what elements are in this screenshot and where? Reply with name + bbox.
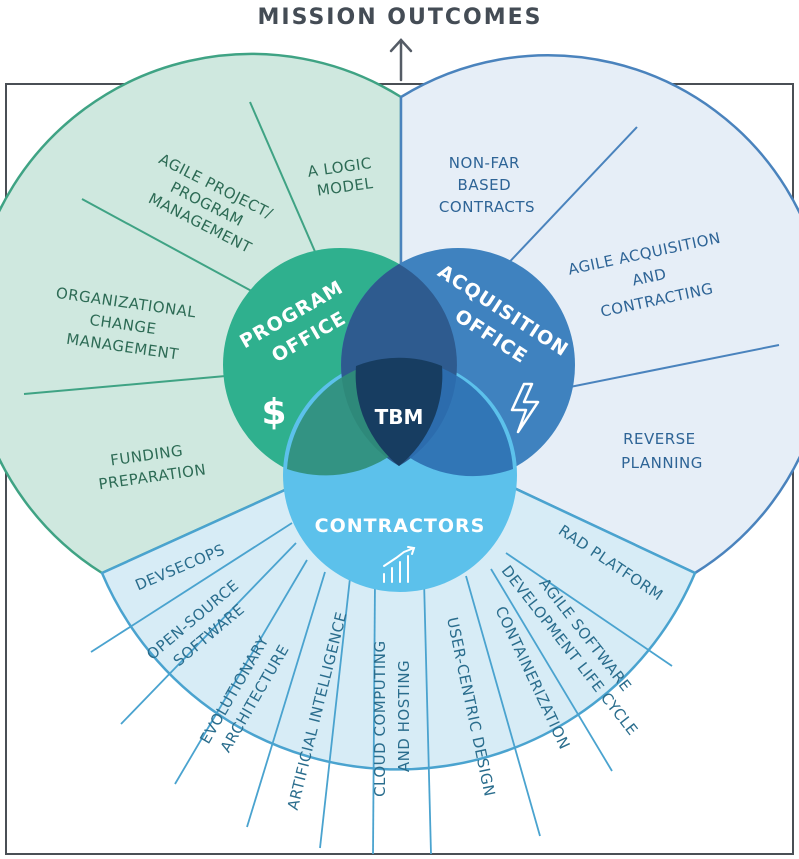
logic-model-label: A LOGIC MODEL bbox=[306, 153, 381, 200]
growth-chart-icon bbox=[383, 546, 416, 583]
contractors-sector bbox=[100, 463, 697, 771]
lightning-icon bbox=[510, 382, 540, 434]
diagram-title: MISSION OUTCOMES bbox=[258, 5, 543, 30]
arrow-up-icon bbox=[389, 38, 413, 82]
contractors-label: CONTRACTORS bbox=[315, 515, 486, 537]
acquisition-dividers bbox=[499, 126, 780, 391]
cloud-computing-label: CLOUD COMPUTING AND HOSTING bbox=[371, 635, 413, 797]
tbm-label: TBM bbox=[375, 405, 424, 429]
non-far-label: NON-FAR BASED CONTRACTS bbox=[439, 154, 535, 216]
center-overlap bbox=[355, 357, 443, 466]
dollar-icon: $ bbox=[261, 392, 286, 433]
contractors-dividers bbox=[90, 522, 673, 855]
reverse-planning-label: REVERSE PLANNING bbox=[621, 430, 703, 472]
